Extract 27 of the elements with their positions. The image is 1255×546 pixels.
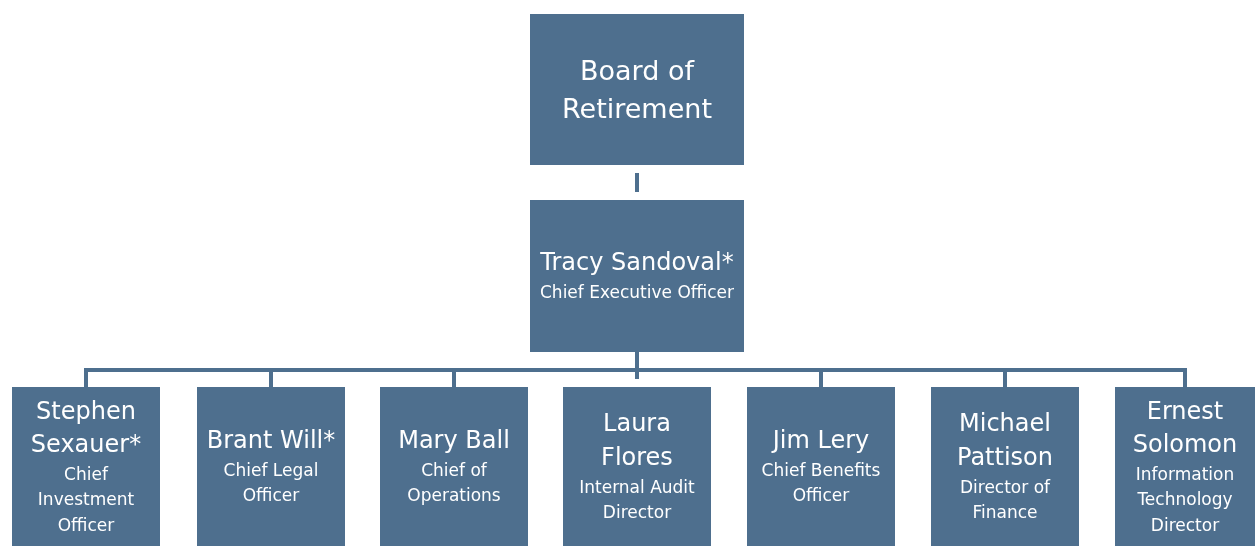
position-box xyxy=(12,387,160,546)
job-title: Information Technology Director xyxy=(1134,462,1236,537)
job-title: Internal Audit Director xyxy=(578,475,696,525)
connector-line xyxy=(635,173,639,192)
position-box xyxy=(747,387,895,546)
job-title: Chief Legal Officer xyxy=(222,458,320,508)
person-name: Mary Ball xyxy=(398,425,510,457)
board-name: Board of Retirement xyxy=(561,53,713,126)
person-name: Laura Flores xyxy=(600,408,674,473)
person-name: Brant Will* xyxy=(206,425,336,457)
person-name: Ernest Solomon xyxy=(1131,395,1239,461)
position-box xyxy=(1115,387,1255,546)
person-name: Stephen Sexauer* xyxy=(29,395,143,461)
job-title: Chief of Operations xyxy=(406,458,502,508)
job-title: Chief Benefits Officer xyxy=(760,458,882,508)
position-box xyxy=(931,387,1079,546)
job-title: Director of Finance xyxy=(958,475,1052,525)
position-box xyxy=(563,387,711,546)
job-title: Chief Investment Officer xyxy=(36,462,136,537)
board-box xyxy=(530,14,744,165)
position-box xyxy=(380,387,528,546)
position-box xyxy=(530,200,744,352)
person-name: Tracy Sandoval* xyxy=(540,247,734,279)
person-name: Jim Lery xyxy=(772,425,870,457)
person-name: Michael Pattison xyxy=(956,408,1054,473)
job-title: Chief Executive Officer xyxy=(540,281,734,305)
position-box xyxy=(197,387,345,546)
